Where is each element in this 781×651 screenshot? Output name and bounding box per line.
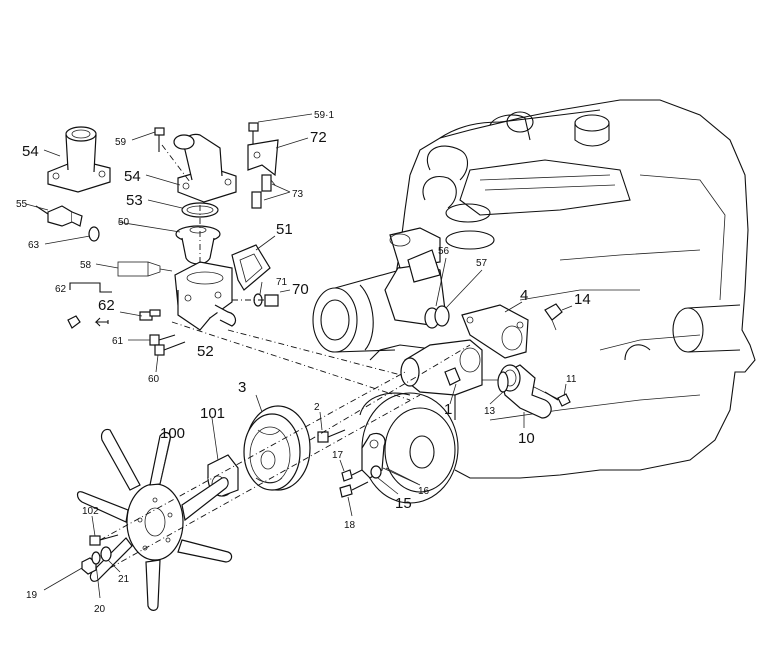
callout-15: 15 — [395, 495, 412, 512]
leader-lines — [25, 113, 573, 599]
gasket-4 — [461, 304, 529, 359]
bolt-59 — [154, 127, 165, 152]
washer-21 — [100, 546, 112, 562]
callout-56: 56 — [438, 246, 450, 257]
callout-60: 60 — [148, 374, 160, 385]
plug-62b — [139, 309, 161, 321]
thermostat-group — [35, 122, 421, 401]
callout-17: 17 — [332, 450, 344, 461]
callout-62b: 62 — [98, 297, 115, 314]
washer-20 — [91, 551, 101, 565]
callout-16: 16 — [418, 486, 430, 497]
bracket-15 — [361, 432, 386, 479]
callout-19: 19 — [26, 590, 38, 601]
callout-101: 101 — [200, 405, 225, 422]
callout-3: 3 — [238, 379, 246, 396]
callout-72: 72 — [310, 129, 327, 146]
callout-1: 1 — [444, 401, 452, 418]
thermostat-50 — [175, 225, 221, 265]
callout-50: 50 — [118, 217, 130, 228]
bolt-2 — [317, 429, 346, 443]
sensor-55 — [35, 205, 83, 227]
fan-100 — [76, 428, 233, 611]
callout-59-1: 59·1 — [314, 110, 334, 121]
callout-58: 58 — [80, 260, 92, 271]
callout-2: 2 — [314, 402, 320, 413]
water-pump-group — [384, 227, 571, 419]
sensor-58 — [117, 261, 173, 277]
callout-labels: 54 59 54 59·1 72 73 53 55 50 63 51 58 71… — [16, 110, 591, 615]
water-outlet-54 — [47, 126, 111, 193]
callout-55: 55 — [16, 199, 28, 210]
bolt-18 — [339, 484, 353, 498]
thermostat-case-52 — [174, 261, 237, 331]
callout-21: 21 — [118, 574, 130, 585]
callout-102: 102 — [82, 506, 99, 517]
bolt-60 — [154, 341, 186, 356]
callout-70: 70 — [292, 281, 309, 298]
washer-63 — [88, 226, 100, 242]
bolt-102 — [89, 534, 119, 546]
arrow-icon — [94, 317, 109, 327]
callout-51: 51 — [276, 221, 293, 238]
callout-4: 4 — [520, 287, 528, 304]
bolt-61 — [149, 334, 176, 346]
bracket-72 — [247, 139, 279, 177]
callout-54b: 54 — [124, 168, 141, 185]
water-outlet-54b — [173, 133, 237, 203]
callout-20: 20 — [94, 604, 106, 615]
pulley-3 — [243, 405, 311, 491]
callout-71: 71 — [276, 277, 288, 288]
gasket-51 — [231, 244, 271, 291]
callout-52: 52 — [197, 343, 214, 360]
callout-57: 57 — [476, 258, 488, 269]
plug-62 — [67, 315, 81, 329]
callout-59: 59 — [115, 137, 127, 148]
callout-62a: 62 — [55, 284, 67, 295]
callout-54a: 54 — [22, 143, 39, 160]
callout-53: 53 — [126, 192, 143, 209]
spacers-73 — [251, 174, 276, 209]
callout-61: 61 — [112, 336, 124, 347]
gasket-13 — [497, 371, 509, 393]
callout-18: 18 — [344, 520, 356, 531]
callout-63: 63 — [28, 240, 40, 251]
fan-group — [76, 344, 471, 611]
callout-14: 14 — [574, 291, 591, 308]
callout-73: 73 — [292, 189, 304, 200]
callout-100: 100 — [160, 425, 185, 442]
callout-13: 13 — [484, 406, 496, 417]
plug-14 — [544, 303, 563, 321]
bolt-70 — [264, 294, 279, 307]
callout-10: 10 — [518, 430, 535, 447]
bolt-17 — [341, 469, 353, 482]
callout-11: 11 — [566, 374, 577, 385]
bolt-11 — [557, 393, 571, 407]
